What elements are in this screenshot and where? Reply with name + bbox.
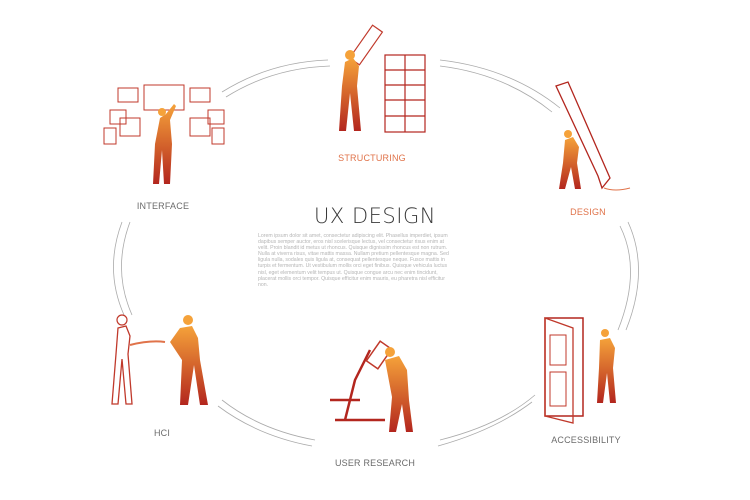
label-design: DESIGN	[570, 207, 606, 217]
label-hci: HCI	[153, 428, 171, 438]
user-research-illustration	[330, 340, 413, 432]
accessibility-illustration	[544, 317, 616, 424]
body-text: Lorem ipsum dolor sit amet, consectetur …	[258, 233, 449, 288]
structuring-illustration	[339, 24, 426, 133]
label-accessibility: ACCESSIBILITY	[551, 435, 621, 445]
label-structuring: STRUCTURING	[338, 153, 406, 163]
label-user-research: USER RESEARCH	[334, 458, 416, 468]
interface-illustration	[103, 84, 225, 184]
hci-illustration	[111, 314, 208, 405]
label-interface: INTERFACE	[136, 201, 190, 211]
cycle-arcs	[113, 59, 639, 447]
page-title: UX DESIGN	[314, 204, 436, 228]
design-illustration	[555, 81, 631, 191]
